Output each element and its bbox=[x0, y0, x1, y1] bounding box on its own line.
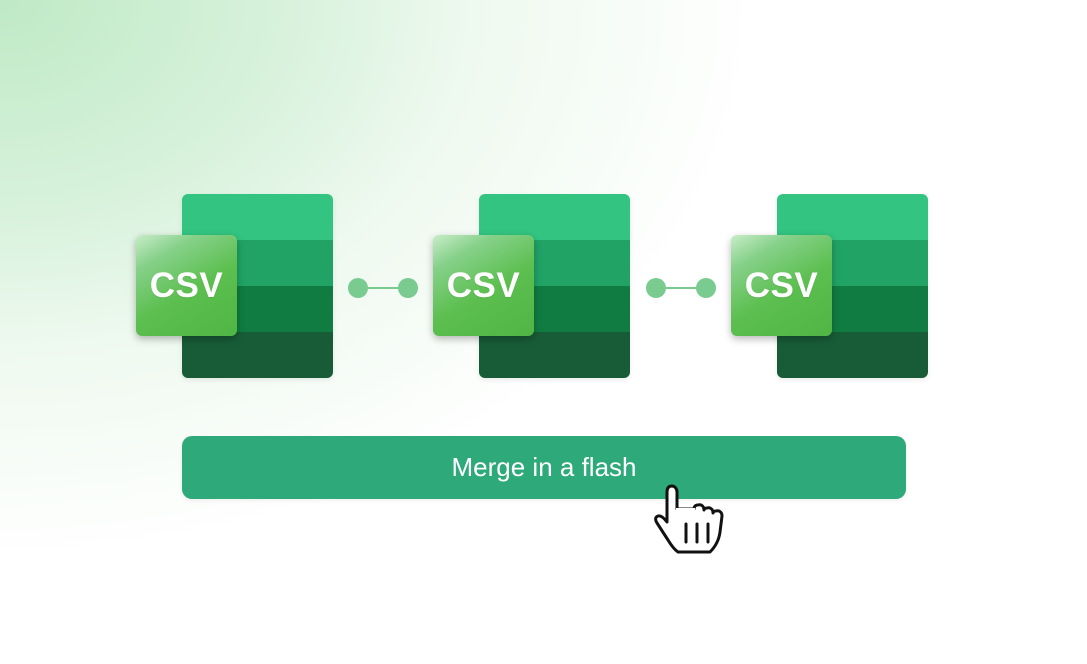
merge-button[interactable]: Merge in a flash bbox=[182, 436, 906, 499]
csv-file-icon: CSV bbox=[433, 194, 636, 378]
csv-file-icon: CSV bbox=[731, 194, 934, 378]
connector-icon bbox=[646, 278, 716, 298]
csv-file-label: CSV bbox=[433, 235, 534, 336]
connector-icon bbox=[348, 278, 418, 298]
csv-file-icon: CSV bbox=[136, 194, 339, 378]
spreadsheet-sheet bbox=[182, 194, 333, 378]
csv-file-label: CSV bbox=[731, 235, 832, 336]
csv-file-label: CSV bbox=[136, 235, 237, 336]
hand-pointer-icon bbox=[654, 484, 724, 554]
